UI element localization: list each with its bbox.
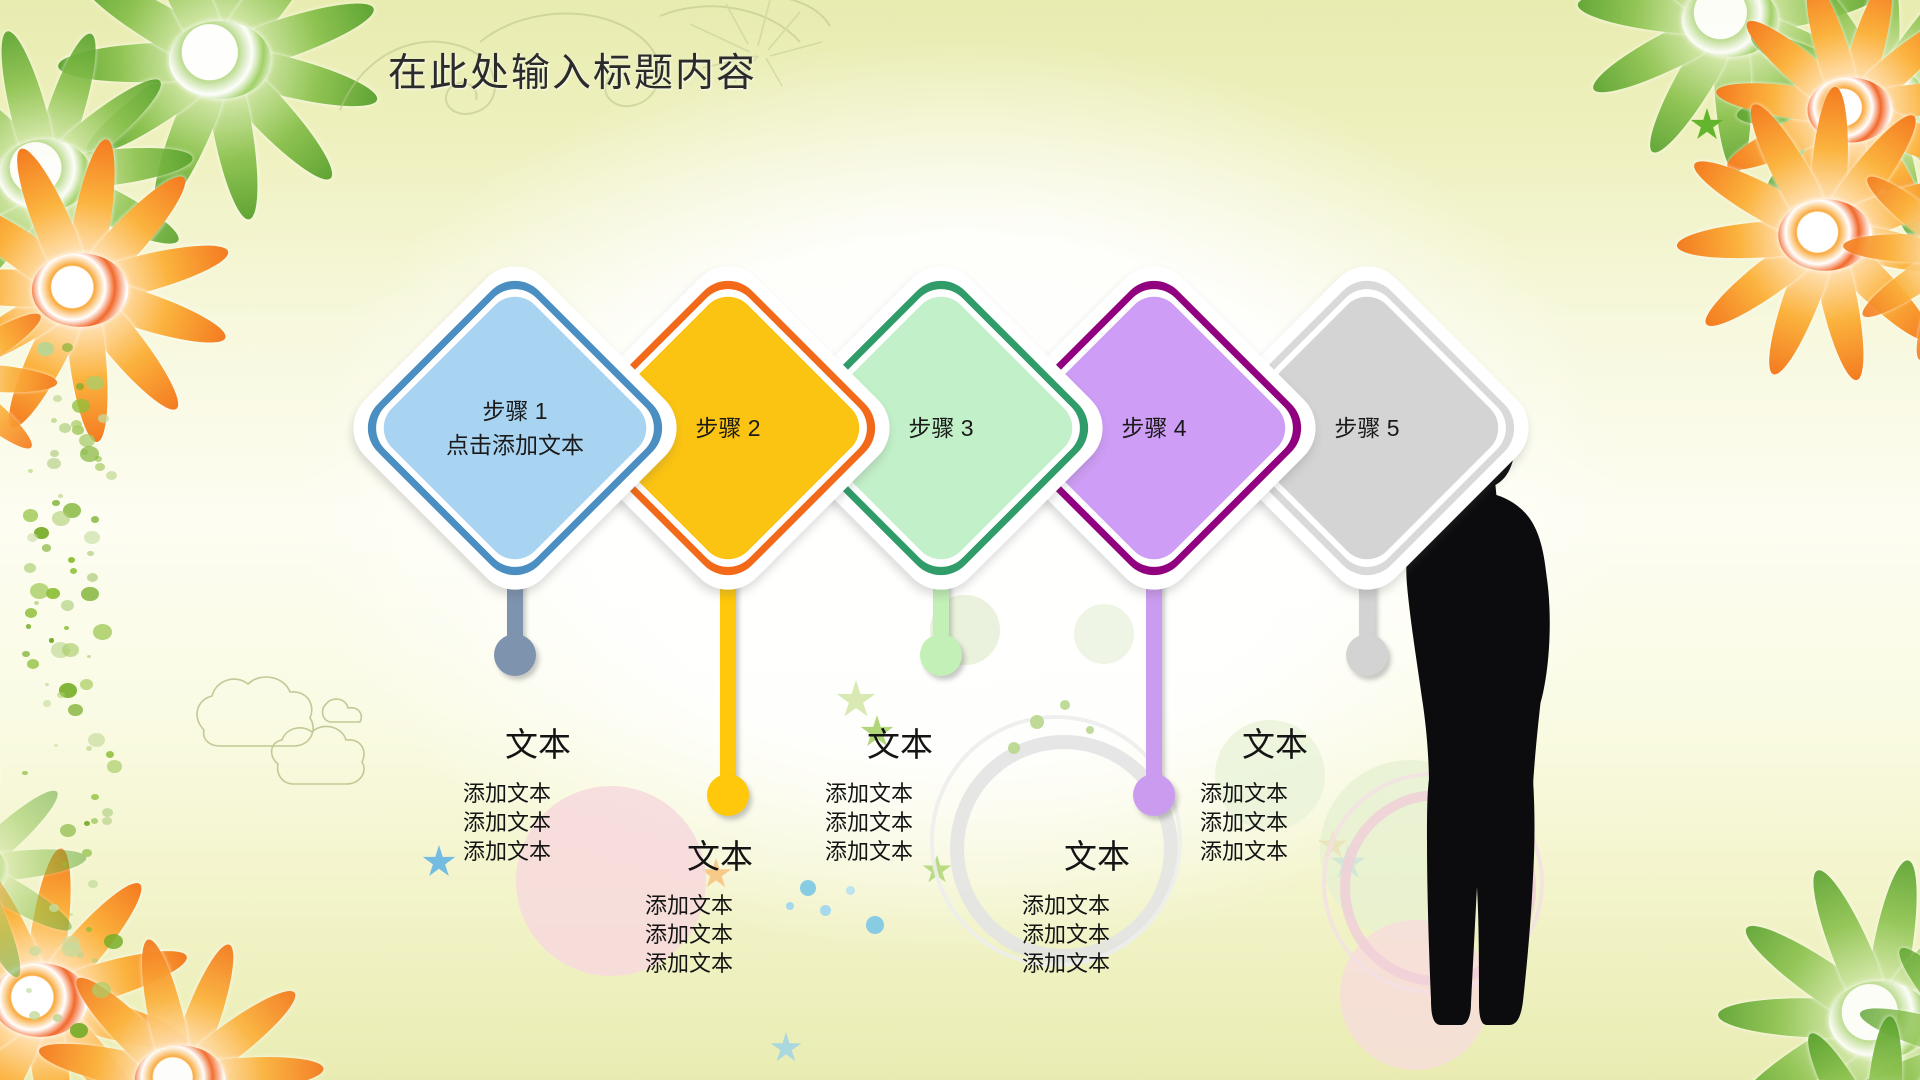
- step-caption-3[interactable]: 文本添加文本添加文本添加文本: [825, 728, 975, 866]
- caption-line: 添加文本: [825, 839, 914, 865]
- step-label-4: 步骤 4: [1028, 302, 1280, 554]
- connector-stem-4: [1146, 545, 1162, 795]
- caption-line: 添加文本: [463, 839, 552, 865]
- step-caption-1[interactable]: 文本添加文本添加文本添加文本: [463, 728, 613, 866]
- caption-line: 添加文本: [463, 781, 552, 806]
- diamond-shape-5[interactable]: 步骤 5: [1188, 249, 1546, 607]
- connector-knob-4: [1133, 774, 1175, 816]
- connector-knob-5: [1346, 634, 1388, 676]
- caption-line: 添加文本: [645, 893, 734, 918]
- diamond-shape-3[interactable]: 步骤 3: [762, 249, 1120, 607]
- step-label-3: 步骤 3: [815, 302, 1067, 554]
- connector-knob-3: [920, 634, 962, 676]
- caption-line: 添加文本: [645, 951, 734, 977]
- step-caption-4[interactable]: 文本添加文本添加文本添加文本: [1022, 840, 1172, 978]
- caption-body: 添加文本添加文本添加文本: [1022, 891, 1172, 978]
- step-label-line1: 步骤 4: [1121, 414, 1187, 441]
- connector-stem-2: [720, 545, 736, 795]
- step-label-line1: 步骤 5: [1334, 414, 1400, 441]
- caption-line: 添加文本: [825, 810, 914, 836]
- diamond-shape-2[interactable]: 步骤 2: [549, 249, 907, 607]
- caption-heading: 文本: [867, 726, 933, 763]
- step-label-5: 步骤 5: [1241, 302, 1493, 554]
- step-node-2[interactable]: 步骤 2: [549, 249, 907, 607]
- step-node-4[interactable]: 步骤 4: [975, 249, 1333, 607]
- caption-line: 添加文本: [463, 810, 552, 836]
- step-label-line2: 点击添加文本: [446, 432, 584, 458]
- step-label-1: 步骤 1 点击添加文本: [389, 302, 641, 554]
- caption-line: 添加文本: [1022, 922, 1111, 948]
- step-node-1[interactable]: 步骤 1 点击添加文本: [336, 249, 694, 607]
- caption-line: 添加文本: [1200, 810, 1289, 836]
- caption-body: 添加文本添加文本添加文本: [1200, 779, 1350, 866]
- caption-heading: 文本: [505, 726, 571, 763]
- caption-line: 添加文本: [1022, 893, 1111, 918]
- caption-heading: 文本: [687, 838, 753, 875]
- caption-body: 添加文本添加文本添加文本: [463, 779, 613, 866]
- diamond-shape-4[interactable]: 步骤 4: [975, 249, 1333, 607]
- connector-knob-1: [494, 634, 536, 676]
- step-label-line1: 步骤 3: [908, 414, 974, 441]
- step-node-3[interactable]: 步骤 3: [762, 249, 1120, 607]
- caption-heading: 文本: [1064, 838, 1130, 875]
- step-label-2: 步骤 2: [602, 302, 854, 554]
- caption-body: 添加文本添加文本添加文本: [825, 779, 975, 866]
- caption-line: 添加文本: [1022, 951, 1111, 977]
- connector-knob-2: [707, 774, 749, 816]
- caption-line: 添加文本: [645, 922, 734, 948]
- caption-line: 添加文本: [825, 781, 914, 806]
- step-node-5[interactable]: 步骤 5: [1188, 249, 1546, 607]
- caption-heading: 文本: [1242, 726, 1308, 763]
- diamond-shape-1[interactable]: 步骤 1 点击添加文本: [336, 249, 694, 607]
- step-label-line1: 步骤 2: [695, 414, 761, 441]
- step-label-line1: 步骤 1: [482, 397, 548, 424]
- caption-line: 添加文本: [1200, 781, 1289, 806]
- step-caption-2[interactable]: 文本添加文本添加文本添加文本: [645, 840, 795, 978]
- step-caption-5[interactable]: 文本添加文本添加文本添加文本: [1200, 728, 1350, 866]
- page-title: 在此处输入标题内容: [388, 51, 758, 96]
- caption-line: 添加文本: [1200, 839, 1289, 865]
- caption-body: 添加文本添加文本添加文本: [645, 891, 795, 978]
